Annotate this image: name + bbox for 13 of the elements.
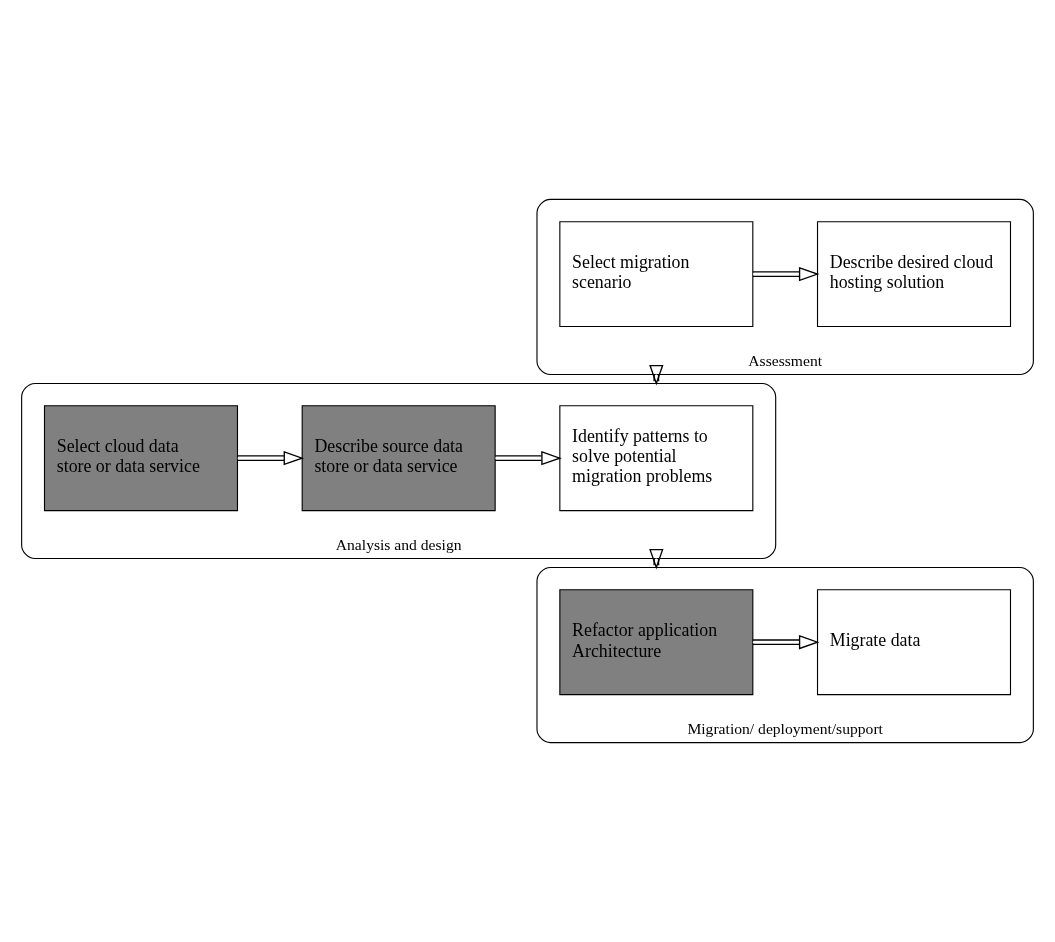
arrow [494, 451, 562, 466]
arrow [752, 635, 820, 650]
arrow [649, 364, 664, 386]
node-box: Select cloud data store or data service [43, 405, 239, 512]
arrow [752, 266, 820, 282]
node-box: Identify patterns to solve potential migration problems [559, 405, 754, 512]
node-box: Describe desired cloud hosting solution [816, 221, 1012, 328]
node-box: Migrate data [816, 589, 1012, 696]
arrow [649, 548, 664, 570]
node-box: Refactor application Architecture [559, 589, 754, 696]
arrow [236, 451, 305, 466]
node-box: Describe source data store or data service [301, 405, 496, 512]
node-box: Select migration scenario [559, 221, 754, 328]
